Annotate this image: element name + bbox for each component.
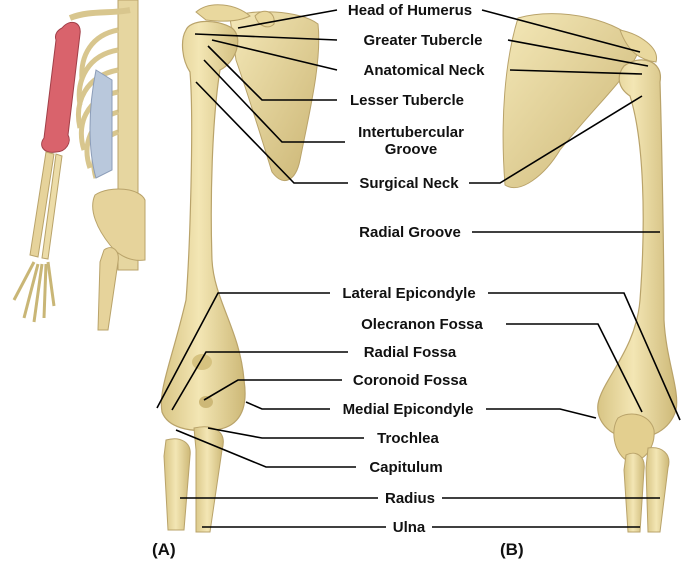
leader-groove xyxy=(203,59,345,143)
label-greater-tubercle: Greater Tubercle xyxy=(363,32,483,49)
label-medial-epicondyle: Medial Epicondyle xyxy=(342,401,474,418)
forearm-radius xyxy=(29,151,55,258)
leader-anatneck-b xyxy=(509,69,643,75)
leader-head-a xyxy=(237,9,338,29)
humerus-posterior xyxy=(502,13,678,533)
humerus-highlight xyxy=(41,21,81,153)
label-radial-groove: Radial Groove xyxy=(359,224,461,241)
acromion-anterior xyxy=(195,4,251,22)
scapula-posterior xyxy=(502,13,641,188)
acromion-posterior xyxy=(619,29,657,63)
coronoid-fossa-mark xyxy=(199,396,213,408)
humerus-anterior xyxy=(160,4,320,533)
label-intertubercular-groove: Intertubercular Groove xyxy=(358,124,464,158)
panel-label-b: (B) xyxy=(500,540,524,559)
rib-cartilage xyxy=(89,69,113,179)
label-olecranon-fossa: Olecranon Fossa xyxy=(361,316,483,333)
hand xyxy=(12,261,56,323)
forearm-ulna xyxy=(41,153,63,260)
skeleton-inset xyxy=(12,0,146,331)
label-radius: Radius xyxy=(384,490,435,507)
leader-medial-a xyxy=(245,401,330,410)
radius-posterior xyxy=(645,447,670,533)
ulna-anterior xyxy=(193,426,224,533)
leader-olecranon xyxy=(506,323,643,413)
leader-greater-b xyxy=(507,39,649,67)
label-lesser-tubercle: Lesser Tubercle xyxy=(350,92,464,109)
label-surgical-neck: Surgical Neck xyxy=(359,175,459,192)
label-capitulum: Capitulum xyxy=(369,459,443,476)
label-trochlea: Trochlea xyxy=(377,430,439,447)
leader-lateral-b xyxy=(488,292,681,421)
label-anatomical-neck: Anatomical Neck xyxy=(363,62,485,79)
leader-medial-b xyxy=(486,408,597,419)
clavicle xyxy=(68,7,131,21)
leader-greater-a xyxy=(194,33,338,41)
scapula-anterior xyxy=(229,11,320,181)
leader-radialfossa xyxy=(171,351,348,411)
label-lateral-epicondyle: Lateral Epicondyle xyxy=(342,285,476,302)
leader-lateral-a xyxy=(156,292,330,409)
leader-trochlea xyxy=(207,427,364,439)
leader-head-b xyxy=(481,9,641,53)
label-radial-fossa: Radial Fossa xyxy=(363,344,457,361)
leader-lines xyxy=(156,9,681,528)
olecranon xyxy=(613,413,655,462)
pelvis xyxy=(92,188,146,261)
femur xyxy=(97,247,119,331)
radial-fossa-mark xyxy=(192,354,212,370)
leader-capitulum xyxy=(175,429,356,468)
leader-lesser xyxy=(207,45,337,101)
label-ulna: Ulna xyxy=(392,519,426,536)
humerus-anterior-bone xyxy=(160,20,246,432)
leader-anatneck-a xyxy=(211,39,338,71)
leader-coronoid xyxy=(203,379,342,401)
ulna-posterior xyxy=(623,452,645,533)
label-coronoid-fossa: Coronoid Fossa xyxy=(352,372,468,389)
label-head-of-humerus: Head of Humerus xyxy=(347,2,473,19)
leader-surgical-b xyxy=(469,95,643,184)
panel-label-a: (A) xyxy=(152,540,176,559)
leader-surgical-a xyxy=(195,81,348,184)
radius-anterior xyxy=(163,438,191,531)
